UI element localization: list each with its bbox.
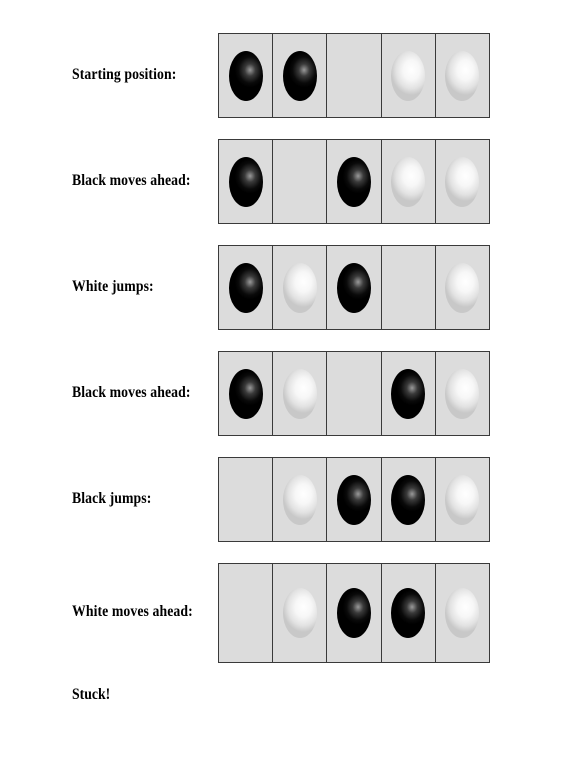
board bbox=[218, 245, 490, 330]
white-piece-icon bbox=[445, 156, 480, 207]
board-cell bbox=[219, 458, 273, 541]
board-cell bbox=[380, 564, 435, 662]
board-cell bbox=[434, 458, 490, 541]
board-cell bbox=[434, 564, 490, 662]
black-piece-icon bbox=[337, 156, 371, 207]
black-piece-icon bbox=[391, 474, 426, 525]
black-piece-icon bbox=[391, 368, 426, 419]
white-piece-icon bbox=[445, 368, 480, 419]
board-cell bbox=[434, 246, 490, 329]
white-piece-icon bbox=[445, 50, 480, 101]
black-piece-icon bbox=[337, 588, 371, 638]
white-piece-icon bbox=[391, 156, 426, 207]
white-piece-icon bbox=[282, 262, 317, 313]
board-cell bbox=[272, 352, 327, 435]
board-cell bbox=[219, 352, 273, 435]
board-cell bbox=[380, 246, 435, 329]
white-piece-icon bbox=[445, 474, 480, 525]
step-row: White jumps: bbox=[0, 245, 580, 330]
board-cell bbox=[272, 140, 327, 223]
board bbox=[218, 457, 490, 542]
step-row: Black moves ahead: bbox=[0, 139, 580, 224]
white-piece-icon bbox=[282, 588, 317, 638]
step-label: Black moves ahead: bbox=[72, 383, 191, 401]
board-cell bbox=[326, 564, 381, 662]
black-piece-icon bbox=[228, 368, 263, 419]
final-result-label: Stuck! bbox=[72, 686, 111, 703]
step-row: White moves ahead: bbox=[0, 563, 580, 663]
board bbox=[218, 563, 490, 663]
white-piece-icon bbox=[445, 588, 480, 638]
board-cell bbox=[219, 564, 273, 662]
board-cell bbox=[326, 352, 381, 435]
board-cell bbox=[380, 458, 435, 541]
board-cell bbox=[326, 246, 381, 329]
step-label: Black moves ahead: bbox=[72, 171, 191, 189]
board-cell bbox=[380, 352, 435, 435]
black-piece-icon bbox=[228, 262, 263, 313]
board bbox=[218, 139, 490, 224]
board-cell bbox=[272, 458, 327, 541]
black-piece-icon bbox=[391, 588, 426, 638]
white-piece-icon bbox=[445, 262, 480, 313]
black-piece-icon bbox=[282, 50, 317, 101]
white-piece-icon bbox=[282, 368, 317, 419]
board-cell bbox=[272, 564, 327, 662]
board-cell bbox=[326, 34, 381, 117]
step-label: White jumps: bbox=[72, 277, 154, 295]
board-cell bbox=[219, 246, 273, 329]
step-row: Black jumps: bbox=[0, 457, 580, 542]
board-cell bbox=[272, 34, 327, 117]
white-piece-icon bbox=[282, 474, 317, 525]
step-label: White moves ahead: bbox=[72, 603, 193, 620]
step-label: Starting position: bbox=[72, 65, 177, 83]
board-cell bbox=[434, 34, 490, 117]
board-cell bbox=[326, 140, 381, 223]
board bbox=[218, 351, 490, 436]
black-piece-icon bbox=[228, 156, 263, 207]
board-cell bbox=[272, 246, 327, 329]
board-cell bbox=[434, 352, 490, 435]
board-cell bbox=[219, 34, 273, 117]
black-piece-icon bbox=[337, 262, 371, 313]
step-label: Black jumps: bbox=[72, 489, 152, 507]
board-cell bbox=[380, 34, 435, 117]
step-row: Starting position: bbox=[0, 33, 580, 118]
black-piece-icon bbox=[337, 474, 371, 525]
board-cell bbox=[380, 140, 435, 223]
step-row: Black moves ahead: bbox=[0, 351, 580, 436]
board bbox=[218, 33, 490, 118]
white-piece-icon bbox=[391, 50, 426, 101]
board-cell bbox=[434, 140, 490, 223]
board-cell bbox=[219, 140, 273, 223]
board-cell bbox=[326, 458, 381, 541]
black-piece-icon bbox=[228, 50, 263, 101]
